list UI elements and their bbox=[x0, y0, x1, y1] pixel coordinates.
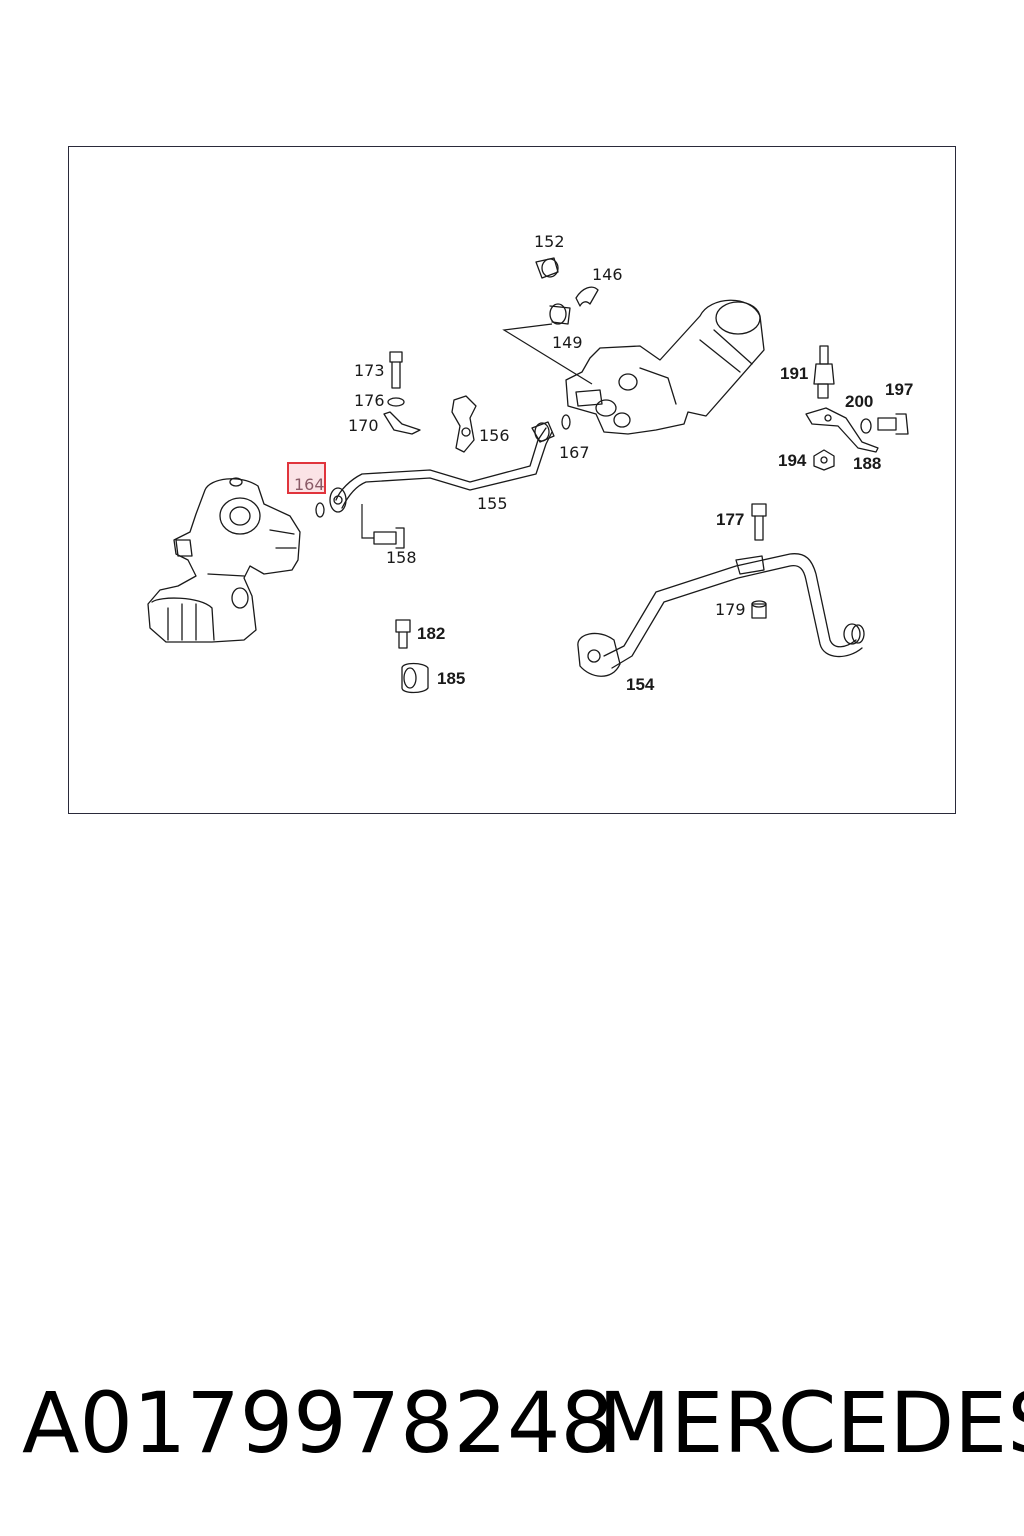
label-185: 185 bbox=[437, 669, 465, 688]
pipe-155 bbox=[329, 421, 555, 513]
label-182: 182 bbox=[417, 624, 445, 643]
label-167: 167 bbox=[559, 443, 590, 462]
bracket-188 bbox=[805, 407, 879, 453]
nut-194 bbox=[813, 449, 835, 471]
bolt-182 bbox=[395, 619, 411, 649]
label-194: 194 bbox=[778, 451, 807, 470]
filter-assembly bbox=[565, 299, 765, 435]
seal-167 bbox=[561, 414, 571, 430]
bolt-158 bbox=[361, 504, 405, 549]
label-197: 197 bbox=[885, 380, 913, 399]
highlight-box-164 bbox=[287, 462, 326, 494]
washer-176 bbox=[387, 397, 405, 407]
label-177: 177 bbox=[716, 510, 744, 529]
pipe-154 bbox=[577, 553, 865, 677]
bolt-197 bbox=[877, 413, 909, 435]
hose-146 bbox=[575, 286, 599, 307]
washer-200 bbox=[860, 418, 872, 434]
label-152: 152 bbox=[534, 232, 565, 251]
fitting-152 bbox=[535, 257, 559, 279]
label-179: 179 bbox=[715, 600, 746, 619]
label-154: 154 bbox=[626, 675, 655, 694]
clamp-149 bbox=[502, 303, 593, 385]
label-146: 146 bbox=[592, 265, 623, 284]
clamp-185 bbox=[401, 662, 429, 694]
bolt-177 bbox=[751, 503, 767, 541]
label-173: 173 bbox=[354, 361, 385, 380]
label-170: 170 bbox=[348, 416, 379, 435]
label-176: 176 bbox=[354, 391, 385, 410]
footer: A0179978248 MERCEDES bbox=[0, 1368, 1024, 1478]
part-number: A0179978248 bbox=[22, 1374, 614, 1472]
label-200: 200 bbox=[845, 392, 873, 411]
label-149: 149 bbox=[552, 333, 583, 352]
label-191: 191 bbox=[780, 364, 808, 383]
o-ring-164 bbox=[315, 502, 325, 518]
label-158: 158 bbox=[386, 548, 417, 567]
stud-191 bbox=[813, 345, 835, 399]
pump-housing bbox=[147, 477, 301, 643]
clip-170 bbox=[383, 411, 421, 435]
label-156: 156 bbox=[479, 426, 510, 445]
label-164: 164 bbox=[294, 475, 325, 494]
bolt-173 bbox=[389, 351, 403, 389]
diagram-frame bbox=[68, 146, 956, 814]
bracket-156 bbox=[451, 395, 477, 453]
brand-name: MERCEDES bbox=[598, 1374, 1024, 1472]
bushing-179 bbox=[751, 600, 767, 619]
label-188: 188 bbox=[853, 454, 881, 473]
label-155: 155 bbox=[477, 494, 508, 513]
